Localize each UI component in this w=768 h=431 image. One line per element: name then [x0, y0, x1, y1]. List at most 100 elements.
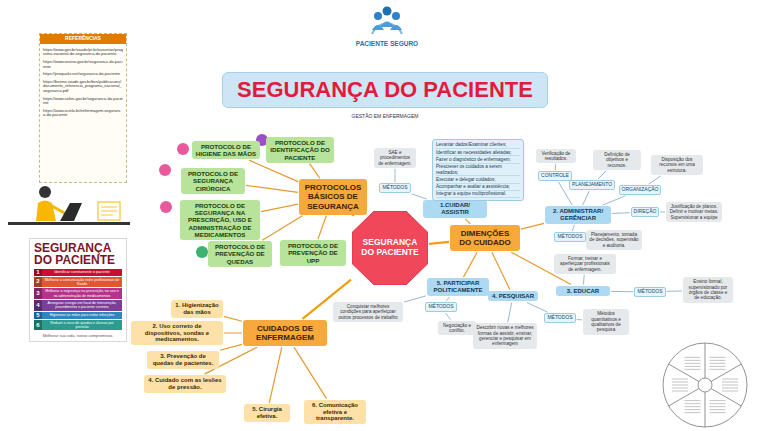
node-text: 4 [34, 300, 42, 311]
node-text: Acompanhar e avaliar a assistência; [436, 184, 520, 191]
care-item-box: 4. Cuidado com as lesões de pressão. [144, 375, 226, 393]
node-text: Métodos quantitativos e qualitativos de … [586, 311, 626, 332]
pie-text-stroke [710, 363, 726, 364]
node-text: 3. Prevenção de quedas de pacientes. [150, 353, 216, 367]
connector-line [224, 316, 242, 321]
dimension-box: 2. ADMINISTRAR/ GERÊNCIAR [545, 206, 611, 224]
connector-line [465, 219, 470, 224]
connector-line [508, 302, 512, 322]
node-text: DIREÇÃO [634, 209, 657, 215]
branch-box: PROTOCOLOS BÁSICOS DE SEGURANÇA [299, 179, 367, 215]
poster-goal-bar: 6Reduzir o risco de quedas e úlceras por… [34, 320, 122, 331]
poster-goal-bar: 3Melhorar a segurança na prescrição, no … [34, 288, 122, 299]
detail-box: Negociação e conflito. [438, 321, 476, 336]
connector-line [446, 297, 450, 301]
node-text: 1. Higienização das mãos [174, 302, 220, 316]
detail-box: Disposição dos recursos em uma estrutura… [651, 155, 703, 175]
poster-goal-bar: 5Higienizar as mãos para evitar infecçõe… [34, 312, 122, 319]
node-text: PROTOCOLO DE IDENTIFICAÇÃO DO PACIENTE [269, 139, 331, 160]
pie-text-stroke [685, 406, 701, 407]
node-text: Justificação de planos. Definir e motiva… [669, 204, 719, 220]
connector-line [404, 296, 426, 302]
connector-line [583, 275, 585, 285]
person-body [36, 201, 56, 222]
pie-text-stroke [722, 391, 738, 392]
node-text: 5. Cirurgia efetiva. [247, 406, 287, 420]
node-text: Formar, treinar e aperfeiçoar profission… [557, 256, 613, 272]
protocol-icon [160, 201, 172, 213]
detail-box: Formar, treinar e aperfeiçoar profission… [554, 254, 616, 274]
method-label: MÉTODOS [379, 183, 410, 193]
node-text: PROTOCOLO DE HIGIENE DAS MÃOS [195, 143, 257, 157]
connector-line [660, 212, 665, 213]
node-text: Melhorar a segurança na prescrição, no u… [42, 288, 122, 299]
pie-text-stroke [685, 363, 701, 364]
detail-box: Definição de objetivos e recursos. [593, 150, 641, 170]
connector-line [612, 212, 630, 214]
protocol-icon [196, 246, 208, 258]
pie-outline [663, 343, 747, 427]
node-text: Melhorar a comunicação entre profissiona… [42, 277, 122, 288]
connector-line [445, 313, 450, 320]
connector-line [246, 185, 298, 192]
pie-text-stroke [722, 382, 738, 383]
dimension-box: 4. PESQUISAR [488, 291, 538, 302]
node-text: ORGANIZAÇÃO [622, 187, 659, 193]
pie-text-stroke [710, 406, 726, 407]
node-text: 5. PARTICIPAR POLITICAMENTE [430, 280, 486, 294]
node-text: DIMENÇÕES DO CUIDADO [454, 229, 516, 247]
person-at-laptop-illustration [8, 186, 130, 225]
laptop [60, 203, 82, 221]
protocol-box: PROTOCOLO DE SEGURANÇA CIRÚRGICA [181, 168, 245, 193]
detail-box: Conquistar melhores condições para aperf… [333, 302, 403, 322]
connector-line [294, 347, 327, 398]
pie-text-stroke [685, 412, 701, 413]
care-item-box: 5. Cirurgia efetiva. [244, 404, 290, 422]
pie-text-stroke [685, 403, 701, 404]
pie-text-stroke [672, 379, 688, 380]
node-text: 3 [34, 288, 42, 299]
node-text: REFERÊNCIAS [40, 34, 126, 44]
node-text: SEGURANÇA DO PACIENTE [360, 238, 420, 258]
pie-text-stroke [672, 391, 688, 392]
node-text: SAE e procedimentos de enfermagem. [377, 150, 413, 166]
node-text: Descobrir novas e melhores formas de ass… [476, 325, 534, 346]
node-text: Fazer o diagnóstico de enfermagem; [436, 156, 520, 163]
node-text: CUIDADOS DE ENFERMAGEM [247, 324, 323, 342]
paper-line [101, 211, 117, 212]
poster-goal-bar: 1Identificar corretamente o paciente [34, 269, 122, 276]
pie-text-stroke [722, 379, 738, 380]
protocol-box: PROTOCOLO DE SEGURANÇA NA PRESCRIÇÃO, US… [180, 200, 260, 240]
node-text: Verificação de resultados. [539, 151, 573, 162]
papers [98, 202, 120, 220]
pie-text-stroke [722, 388, 738, 389]
node-text: PLANEJAMENTO [572, 182, 612, 188]
pie-text-stroke [710, 400, 726, 401]
pie-text-stroke [722, 385, 738, 386]
node-text: 6. Comunicação efetiva e transparente. [307, 402, 363, 423]
method-label: PLANEJAMENTO [569, 180, 615, 190]
method-label: CONTROLE [538, 171, 572, 181]
method-label: MÉTODOS [634, 287, 665, 297]
connector-line [577, 319, 582, 320]
node-text: SEGURANÇA DO PACIENTE [34, 242, 122, 266]
node-text: Higienizar as mãos para evitar infecções [42, 312, 122, 319]
branch-box: DIMENÇÕES DO CUIDADO [450, 225, 520, 251]
node-text: https://bvsms.saude.gov.br/bvs/publicaco… [43, 80, 123, 94]
protocol-icon [159, 164, 171, 176]
connector-line [521, 223, 544, 229]
method-label: MÉTODOS [425, 302, 456, 312]
protocol-icon [177, 143, 189, 155]
connector-line [262, 216, 302, 241]
node-text: 6 [34, 320, 42, 331]
person-arm [52, 206, 66, 214]
node-text: MÉTODOS [637, 289, 662, 295]
node-text: Integrar a equipe multiprofissional. [436, 191, 520, 198]
node-text: https://www.gov.br/saude/pt-br/assuntos/… [43, 48, 123, 57]
octagon-outline [352, 211, 428, 285]
connector-line [269, 347, 282, 403]
node-text: MÉTODOS [547, 315, 572, 321]
node-text: 2. ADMINISTRAR/ GERÊNCIAR [548, 208, 608, 222]
node-text: Prescrever os cuidados a serem realizado… [436, 164, 520, 177]
care-item-box: 6. Comunicação efetiva e transparente. [304, 400, 366, 425]
